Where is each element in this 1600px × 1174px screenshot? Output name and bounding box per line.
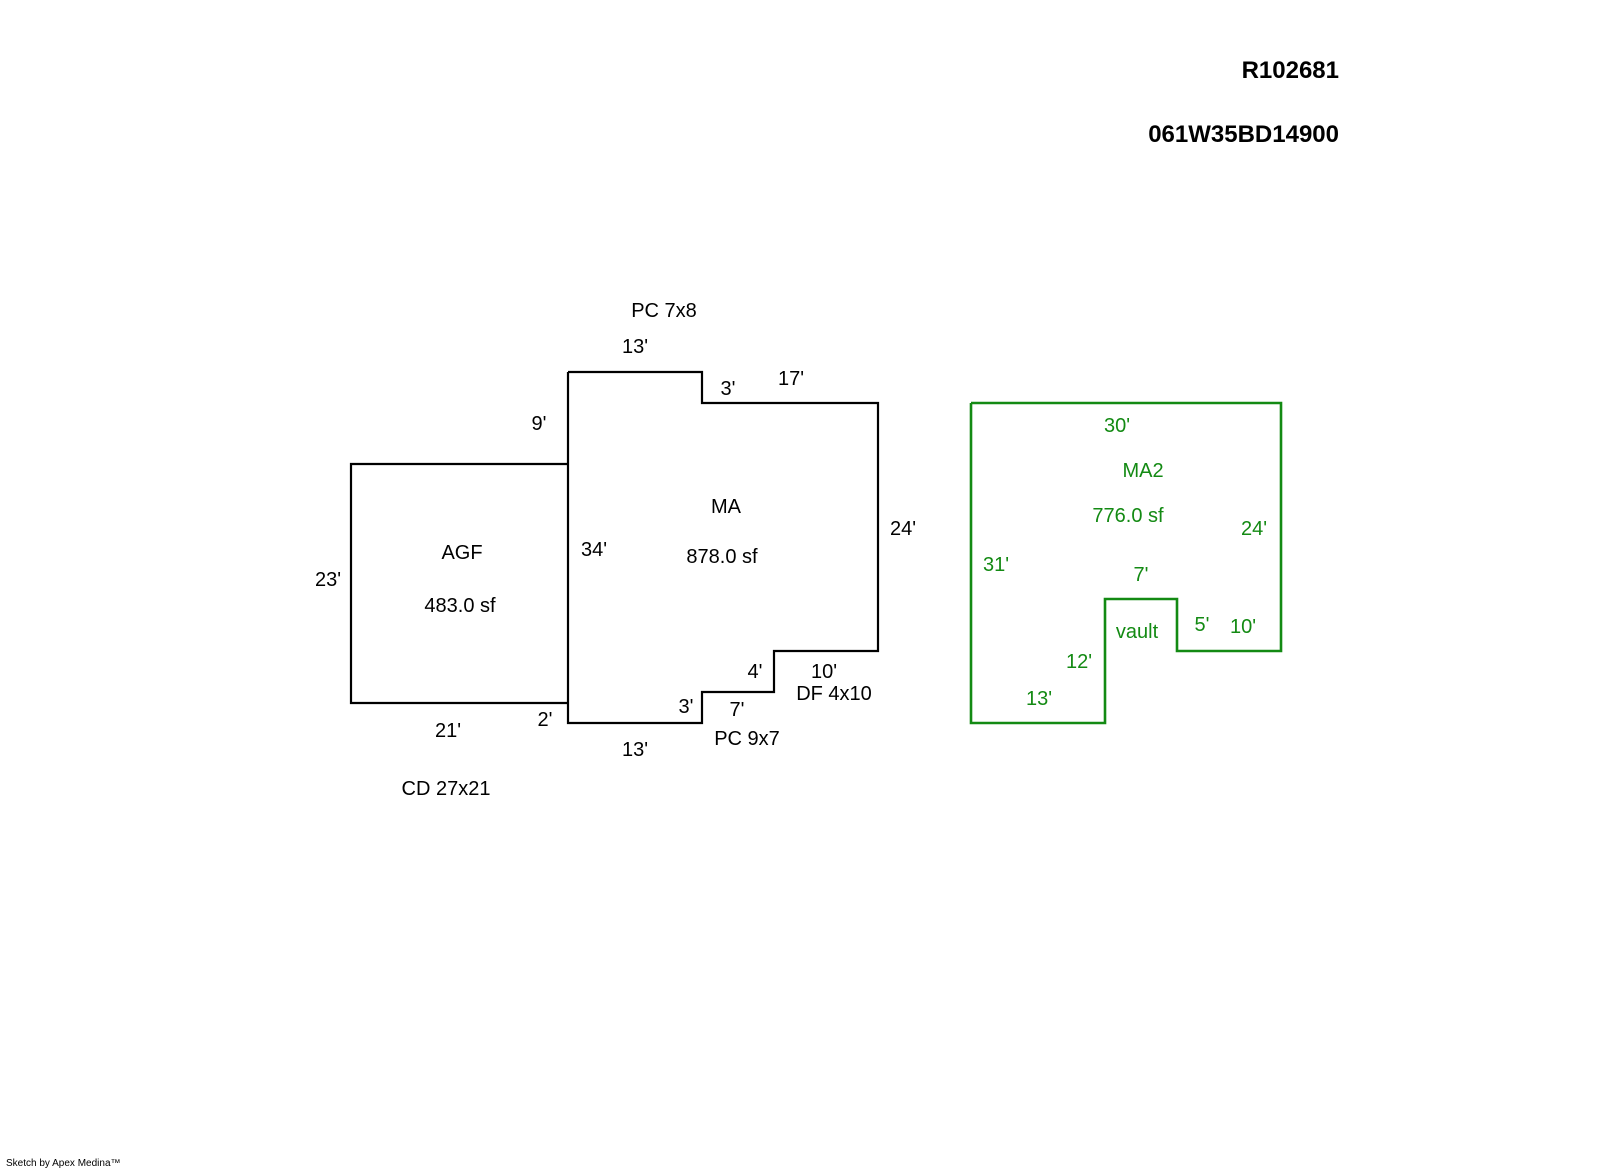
df-label: DF 4x10: [796, 683, 872, 705]
ma-dim-top-right: 17': [778, 368, 804, 390]
ma2-dim-bottom-left: 13': [1026, 688, 1052, 710]
ma2-dim-bottom-right: 10': [1230, 616, 1256, 638]
ma-dim-top-left: 13': [622, 336, 648, 358]
ma2-dim-right: 24': [1241, 518, 1267, 540]
agf-name: AGF: [441, 542, 482, 564]
ma2-dim-top: 30': [1104, 415, 1130, 437]
ma-dim-bottom-step: 3': [679, 696, 694, 718]
ma2-dim-notch-left: 12': [1066, 651, 1092, 673]
agf-area: 483.0 sf: [424, 595, 496, 617]
ma-dim-notch-top: 3': [721, 378, 736, 400]
pc-top-label: PC 7x8: [631, 300, 697, 322]
ma2-outline: [969, 401, 1283, 725]
ma-dim-left: 34': [581, 539, 607, 561]
pc-bottom-label: PC 9x7: [714, 728, 780, 750]
ma2-vault-label: vault: [1116, 621, 1159, 643]
agf-dim-bottom: 21': [435, 720, 461, 742]
ma-dim-upper-left: 9': [532, 413, 547, 435]
ma-dim-bottom-right: 10': [811, 661, 837, 683]
ma2-dim-notch-top: 7': [1134, 564, 1149, 586]
cd-label: CD 27x21: [402, 778, 491, 800]
ma-outline: [566, 370, 880, 725]
agf-dim-left: 23': [315, 569, 341, 591]
ma-dim-bottom-left: 13': [622, 739, 648, 761]
ma-dim-right: 24': [890, 518, 916, 540]
ma-name: MA: [711, 496, 742, 518]
ma-dim-lower-left: 2': [538, 709, 553, 731]
ma2-dim-notch-right: 5': [1195, 614, 1210, 636]
sketch-credit: Sketch by Apex Medina™: [6, 1158, 121, 1169]
ma2-name: MA2: [1122, 460, 1163, 482]
agf-outline: [349, 462, 568, 705]
ma2-dim-left: 31': [983, 554, 1009, 576]
ma-area: 878.0 sf: [686, 546, 758, 568]
map-tax-lot: 061W35BD14900: [1148, 121, 1339, 148]
ma2-area: 776.0 sf: [1092, 505, 1164, 527]
ma-dim-step-up: 4': [748, 661, 763, 683]
account-id: R102681: [1242, 57, 1339, 84]
ma-dim-bottom-mid: 7': [730, 699, 745, 721]
